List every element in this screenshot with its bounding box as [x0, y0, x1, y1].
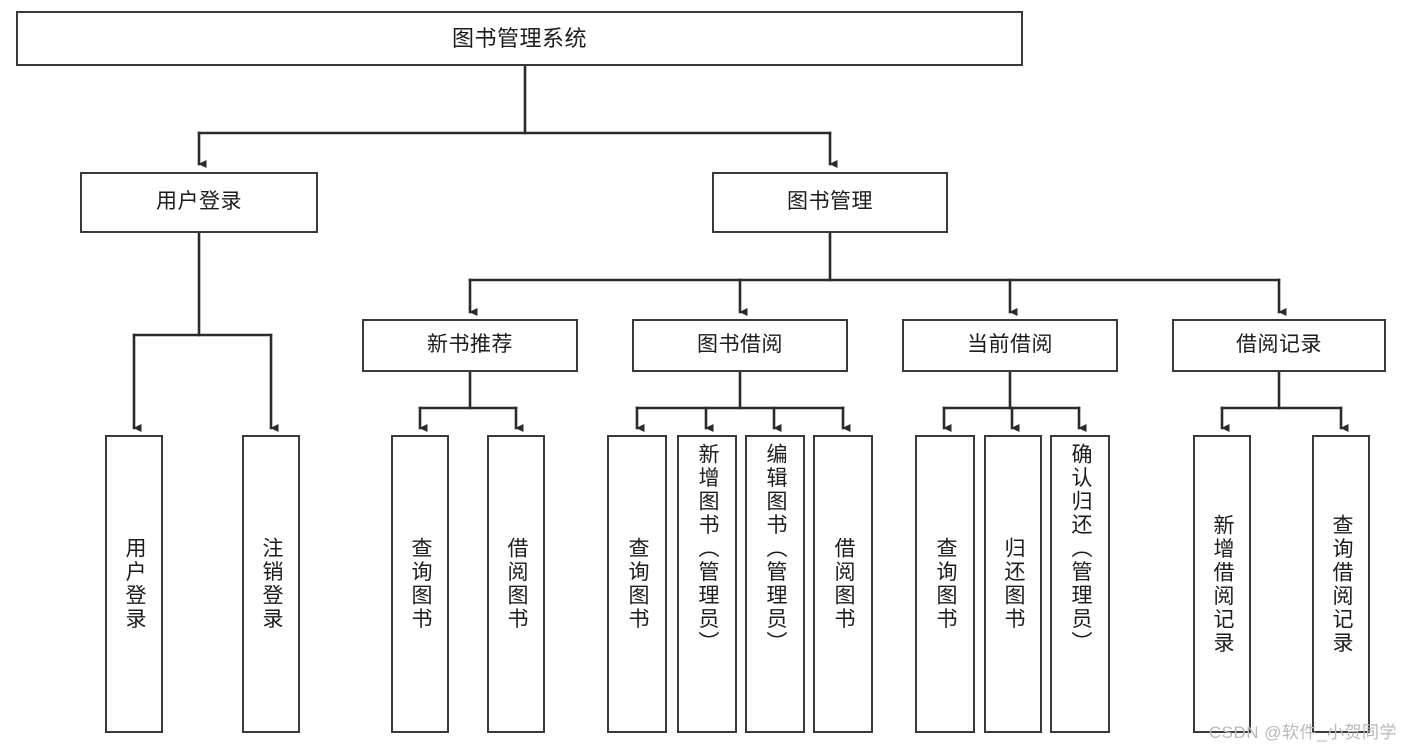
leaf-user-login[interactable]: 用户登录 [105, 435, 163, 733]
node-label: 查询图书 [626, 537, 650, 631]
node-label: 查询借阅记录 [1330, 513, 1354, 655]
node-label: 用户登录 [156, 190, 242, 214]
node-root-book-management-system[interactable]: 图书管理系统 [16, 11, 1023, 66]
node-current-borrow[interactable]: 当前借阅 [902, 319, 1118, 372]
node-label: 确认归还（管理员） [1069, 443, 1093, 655]
node-label: 借阅记录 [1236, 333, 1322, 357]
leaf-query-book-current[interactable]: 查询图书 [915, 435, 975, 733]
node-label: 用户登录 [123, 537, 147, 631]
leaf-edit-book-admin[interactable]: 编辑图书（管理员） [745, 435, 805, 733]
node-label: 新书推荐 [427, 333, 513, 357]
leaf-query-book-recommend[interactable]: 查询图书 [391, 435, 449, 733]
leaf-query-book-borrow[interactable]: 查询图书 [607, 435, 667, 733]
node-label: 查询图书 [409, 537, 433, 631]
node-label: 图书管理 [787, 190, 873, 214]
node-user-login[interactable]: 用户登录 [80, 172, 318, 233]
node-label: 归还图书 [1002, 537, 1026, 631]
node-label: 编辑图书（管理员） [764, 443, 788, 655]
leaf-confirm-return-admin[interactable]: 确认归还（管理员） [1050, 435, 1110, 733]
node-label: 注销登录 [260, 537, 284, 631]
leaf-borrow-book[interactable]: 借阅图书 [813, 435, 873, 733]
node-label: 图书借阅 [697, 333, 783, 357]
leaf-return-book[interactable]: 归还图书 [984, 435, 1042, 733]
node-label: 新增借阅记录 [1211, 513, 1235, 655]
node-label: 新增图书（管理员） [696, 443, 720, 655]
node-label: 借阅图书 [832, 537, 856, 631]
node-label: 图书管理系统 [451, 25, 587, 51]
leaf-logout-login[interactable]: 注销登录 [242, 435, 300, 733]
node-book-borrow[interactable]: 图书借阅 [632, 319, 848, 372]
node-borrow-record[interactable]: 借阅记录 [1172, 319, 1386, 372]
node-book-management[interactable]: 图书管理 [712, 172, 948, 233]
leaf-add-borrow-record[interactable]: 新增借阅记录 [1193, 435, 1251, 733]
node-label: 当前借阅 [967, 333, 1053, 357]
leaf-query-borrow-record[interactable]: 查询借阅记录 [1312, 435, 1370, 733]
node-label: 查询图书 [934, 537, 958, 631]
node-new-book-recommend[interactable]: 新书推荐 [362, 319, 578, 372]
watermark: CSDN @软件_小贺同学 [1208, 723, 1397, 742]
leaf-add-book-admin[interactable]: 新增图书（管理员） [677, 435, 737, 733]
leaf-borrow-book-recommend[interactable]: 借阅图书 [487, 435, 545, 733]
node-label: 借阅图书 [505, 537, 529, 631]
